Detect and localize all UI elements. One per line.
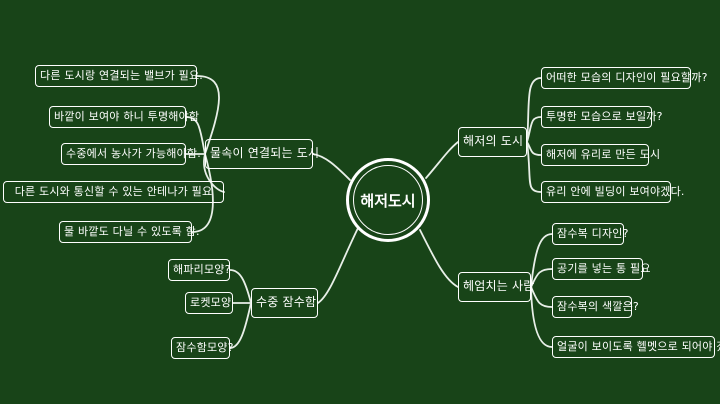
link-lb-3 <box>229 302 252 349</box>
right-top-item-1[interactable]: 어떠한 모습의 디자인이 필요할까? <box>541 67 707 89</box>
branch-left-bottom[interactable]: 수중 잠수함 <box>251 288 318 318</box>
right-top-item-2[interactable]: 투명한 모습으로 보일까? <box>541 106 662 128</box>
link-rb-2 <box>530 268 553 288</box>
right-top-item-3[interactable]: 해저에 유리로 만든 도시 <box>541 144 660 166</box>
link-center-left-top <box>312 153 351 181</box>
link-rb-4 <box>530 286 553 348</box>
left-bottom-item-3[interactable]: 잠수함모양? <box>171 337 233 359</box>
right-top-item-4[interactable]: 유리 안에 빌딩이 보여야겠다. <box>541 181 684 203</box>
branch-right-top[interactable]: 해저의 도시 <box>458 127 527 157</box>
link-lt-2 <box>185 116 206 155</box>
link-center-left-bottom <box>317 227 359 304</box>
link-lt-1 <box>196 75 220 155</box>
link-rt-4 <box>526 141 542 193</box>
center-node[interactable]: 해저도시 <box>346 158 430 242</box>
right-bottom-item-4[interactable]: 얼굴이 보이도록 헬멧으로 되어야 겠다. <box>552 336 720 358</box>
center-node-label: 해저도시 <box>353 165 423 235</box>
right-bottom-item-1[interactable]: 잠수복 디자인? <box>552 223 628 245</box>
branch-left-top[interactable]: 물속이 연결되는 도시 <box>205 139 319 169</box>
left-bottom-item-1[interactable]: 해파리모양? <box>168 259 230 281</box>
left-top-item-1[interactable]: 다른 도시랑 연결되는 밸브가 필요. <box>35 65 203 87</box>
link-rb-1 <box>530 233 553 288</box>
link-rt-2 <box>526 116 542 143</box>
link-rb-3 <box>530 286 553 308</box>
right-bottom-item-2[interactable]: 공기를 넣는 통 필요 <box>552 258 650 280</box>
link-rt-3 <box>526 141 542 156</box>
link-center-right-bottom <box>419 229 459 288</box>
link-lb-1 <box>229 269 252 304</box>
right-bottom-item-3[interactable]: 잠수복의 색깔은? <box>552 296 639 318</box>
left-top-item-5[interactable]: 물 바깥도 다닐 수 있도록 함. <box>59 221 200 243</box>
link-center-right-top <box>425 141 459 179</box>
branch-right-bottom[interactable]: 헤엄치는 사람 <box>458 272 534 302</box>
link-rt-1 <box>526 77 542 143</box>
left-top-item-2[interactable]: 바깥이 보여야 하니 투명해야함 <box>49 106 199 128</box>
left-top-item-4[interactable]: 다른 도시와 통신할 수 있는 안테나가 필요 <box>3 181 224 203</box>
link-lt-4 <box>203 153 225 193</box>
left-top-item-3[interactable]: 수중에서 농사가 가능해야함. <box>61 143 201 165</box>
left-bottom-item-2[interactable]: 로켓모양 <box>185 292 233 314</box>
